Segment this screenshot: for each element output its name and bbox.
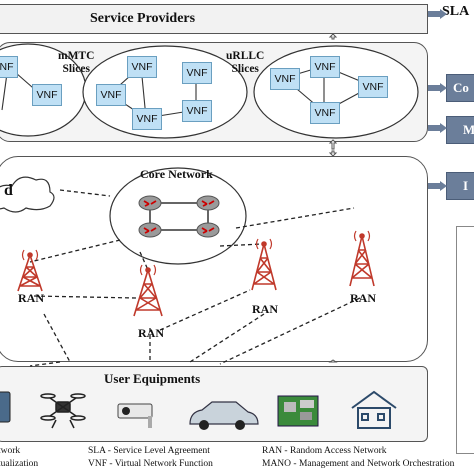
car-icon [189, 401, 259, 430]
legend-vnf: VNF - Virtual Network Function [88, 459, 213, 469]
side-box-control-label: Co [453, 80, 469, 95]
cloud-label: d [4, 182, 13, 199]
service-providers-label: Service Providers [90, 11, 196, 26]
router-icons [138, 195, 220, 238]
side-box-management: M [446, 116, 474, 144]
router-icon [138, 222, 162, 238]
side-box-management-label: M [463, 122, 474, 137]
vnf-box: VNF [0, 56, 18, 78]
side-box-infra: I [446, 172, 474, 200]
legend-sla: SLA - Service Level Agreement [88, 446, 210, 456]
urllc-slices-label: uRLLC Slices [226, 50, 265, 75]
legend-left-2: tualization [0, 459, 39, 469]
ran-label: RAN [18, 291, 44, 305]
router-icon [138, 195, 162, 211]
vnf-box: VNF [32, 84, 62, 106]
drone-icon [40, 393, 86, 429]
vnf-box: VNF [96, 84, 126, 106]
core-network-ellipse [109, 167, 247, 265]
vnf-box: VNF [310, 56, 340, 78]
mmtc-slices-label: mMTC Slices [58, 50, 95, 75]
side-arrows [428, 11, 440, 189]
vnf-box: VNF [182, 100, 212, 122]
user-equipments-title: User Equipments [104, 371, 201, 386]
ran-towers [17, 230, 375, 317]
service-providers-bar [0, 4, 428, 34]
house-icon [351, 390, 397, 429]
side-box-infra-label: I [463, 178, 469, 193]
ran-label: RAN [138, 326, 164, 340]
vnf-box: VNF [127, 56, 157, 78]
vnf-box: VNF [358, 76, 388, 98]
legend-ran: RAN - Random Access Network [262, 446, 387, 456]
phone-icon [0, 391, 11, 423]
ran-label: RAN [350, 291, 376, 305]
legend-mano: MANO - Management and Network Orchestrat… [262, 459, 455, 469]
vnf-box: VNF [132, 108, 162, 130]
vnf-box: VNF [310, 102, 340, 124]
ran-label: RAN [252, 302, 278, 316]
router-icon [196, 222, 220, 238]
vnf-box: VNF [182, 62, 212, 84]
cloud-shape [0, 176, 55, 213]
camera-icon [117, 403, 153, 428]
core-network-label: Core Network [140, 167, 213, 181]
sla-label: SLA [442, 4, 470, 19]
router-icon [196, 195, 220, 211]
vnf-box: VNF [270, 68, 300, 90]
side-panel-outline [456, 226, 474, 454]
vertical-connectors [328, 33, 338, 363]
legend-left-1: twork [0, 446, 21, 456]
raspberry-pi-icon [277, 395, 319, 427]
ue-icons [0, 390, 397, 430]
dashed-links [29, 189, 361, 367]
